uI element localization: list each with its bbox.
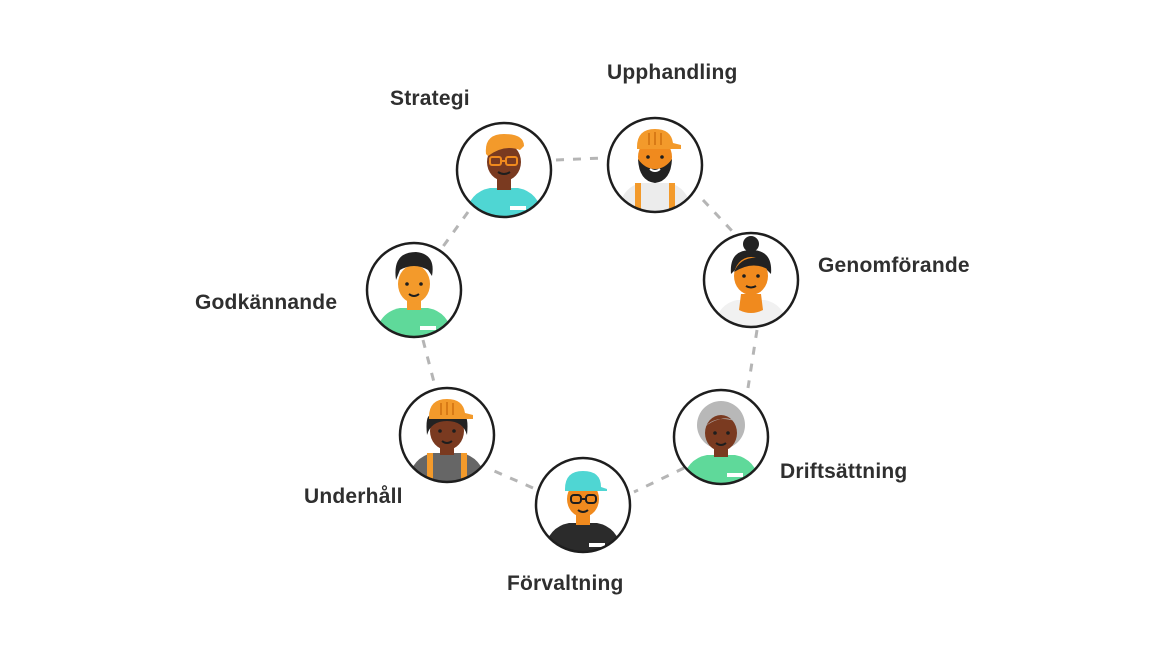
genomforande-avatar <box>701 230 801 330</box>
driftsattning-avatar <box>671 387 771 487</box>
upphandling-label: Upphandling <box>607 61 738 84</box>
driftsattning-label: Driftsättning <box>780 460 908 483</box>
ring-connector <box>440 211 470 249</box>
underhall-avatar <box>397 385 497 485</box>
upphandling-avatar <box>605 115 705 215</box>
forvaltning-label: Förvaltning <box>507 572 624 595</box>
ring-connector <box>746 329 759 389</box>
genomforande-label: Genomförande <box>818 254 970 277</box>
strategi-label: Strategi <box>390 87 470 110</box>
forvaltning-avatar <box>533 455 633 555</box>
ring-connector <box>701 198 735 234</box>
ring-connector <box>421 339 437 387</box>
ring-connector <box>491 468 534 490</box>
godkannande-avatar <box>364 240 464 340</box>
strategi-avatar <box>454 120 554 220</box>
godkannande-label: Godkännande <box>195 291 338 314</box>
ring-connector <box>555 156 604 162</box>
underhall-label: Underhåll <box>304 485 403 508</box>
